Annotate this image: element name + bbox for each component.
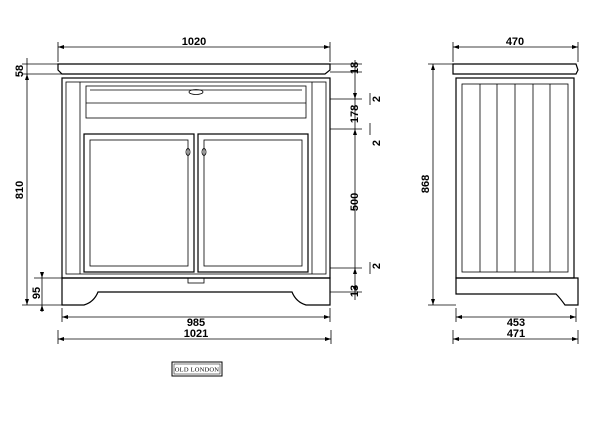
dim-front-top-label: 1020: [182, 36, 206, 48]
front-door-right: [197, 133, 309, 273]
front-countertop: [57, 63, 331, 75]
dim-side-bottom: 471: [452, 328, 579, 344]
dim-right-gap3-label: 2: [371, 263, 383, 269]
dim-left-top-label: 58: [14, 65, 26, 77]
front-elevation: [57, 63, 331, 306]
dim-side-inner-label: 453: [507, 317, 525, 329]
dim-right-drawer-label: 178: [349, 105, 361, 123]
dim-front-bottom: 1021: [57, 328, 332, 344]
dim-side-height-label: 868: [420, 175, 432, 193]
dim-right-top-label: 18: [349, 62, 361, 74]
dim-front-inner-label: 985: [187, 317, 205, 329]
dim-left: 58 810 95: [14, 58, 62, 312]
dim-left-plinth-label: 95: [31, 287, 43, 299]
dim-right: 18 2 178 2 500 2 13: [330, 60, 383, 300]
dim-side-height: 868: [420, 63, 456, 306]
dim-right-gap2-label: 2: [371, 140, 383, 146]
dim-side-bottom-label: 471: [507, 328, 525, 340]
front-door-left: [83, 133, 195, 273]
side-panel-grooves: [479, 84, 551, 272]
side-countertop: [452, 63, 579, 75]
dim-side-inner: 453: [455, 308, 577, 329]
dim-right-bottom-label: 13: [349, 285, 361, 297]
front-plinth: [61, 277, 331, 306]
front-drawer: [85, 85, 307, 119]
plinth-badge: [187, 277, 205, 284]
side-plinth: [455, 277, 579, 306]
side-elevation: [452, 63, 579, 306]
door-knob-icon: [201, 148, 207, 156]
dim-front-inner: 985: [61, 308, 331, 329]
brand-logo: OLD LONDON: [171, 361, 223, 377]
brand-logo-text: OLD LONDON: [175, 367, 220, 374]
dim-right-doors-label: 500: [349, 193, 361, 211]
door-knob-icon: [185, 148, 191, 156]
dim-front-top: 1020: [57, 36, 331, 62]
dim-left-total-label: 810: [14, 181, 26, 199]
basin-waste-icon: [188, 89, 204, 95]
dim-right-gap1-label: 2: [371, 96, 383, 102]
dim-side-top: 470: [452, 36, 579, 62]
dim-side-top-label: 470: [506, 36, 524, 48]
dim-front-bottom-label: 1021: [184, 328, 208, 340]
front-carcass: [61, 77, 331, 279]
